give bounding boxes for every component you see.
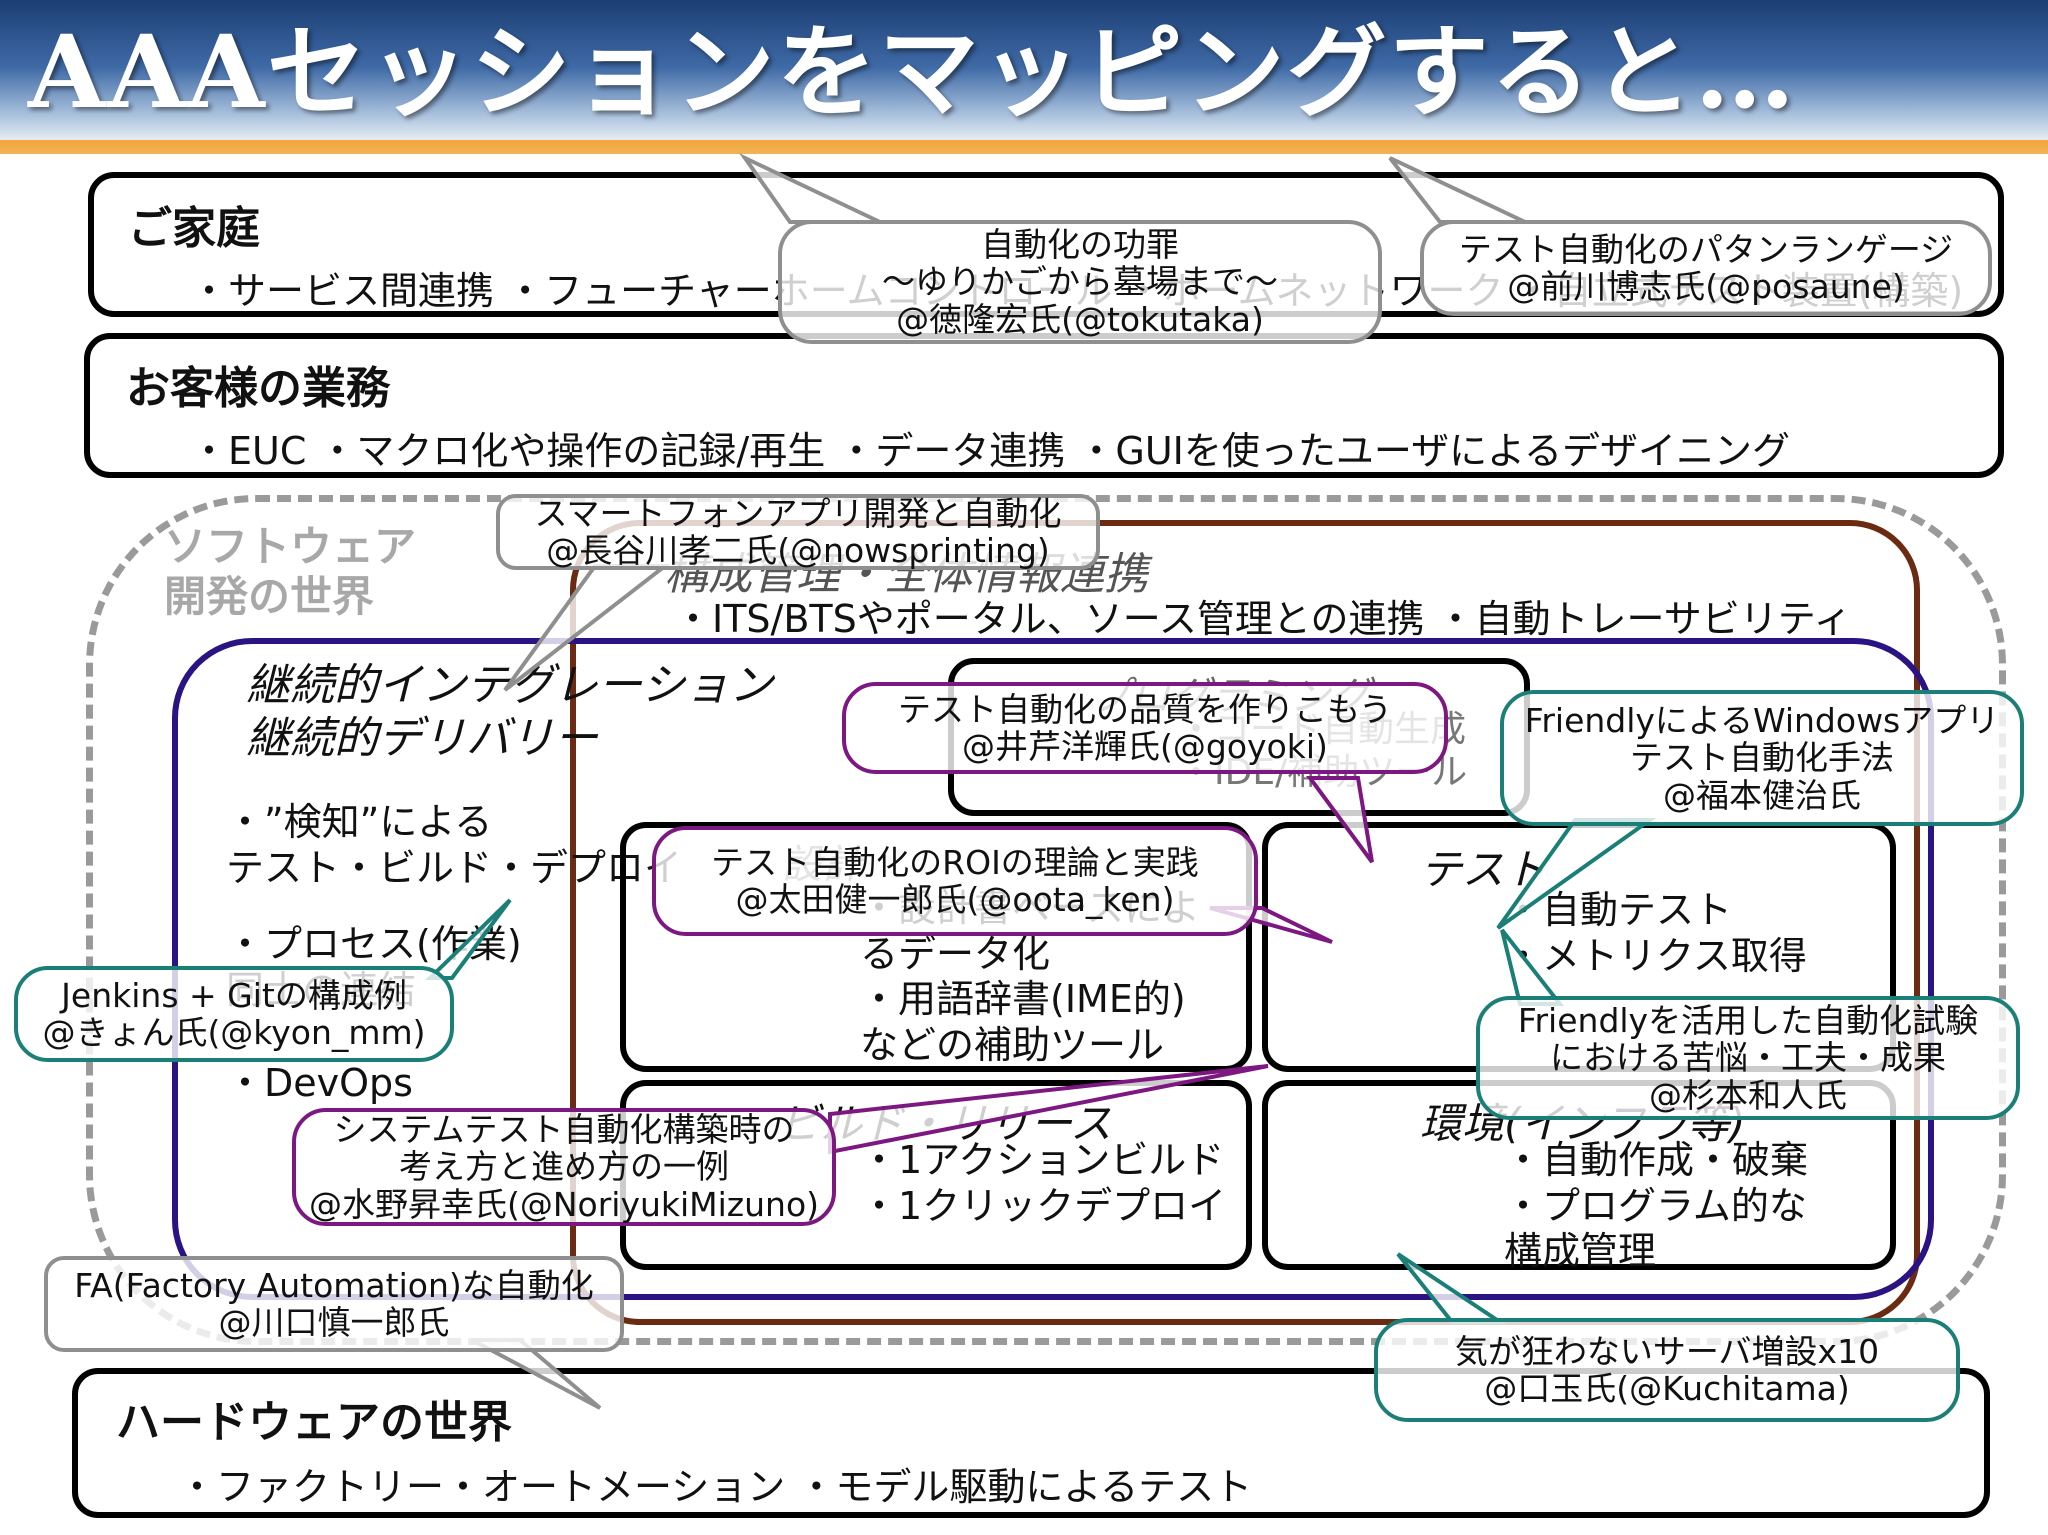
config-items: ・ITS/BTSやポータル、ソース管理との連携 ・自動トレーサビリティ [674, 597, 1852, 641]
hardware-title: ハードウェアの世界 [116, 1397, 512, 1448]
env-items: ・自動作成・破棄 ・プログラム的な 構成管理 [1504, 1138, 1809, 1274]
bubble-roi: テスト自動化のROIの理論と実践 @太田健一郎氏(@oota_ken) [652, 826, 1258, 936]
bubble-quality: テスト自動化の品質を作りこもう @井芹洋輝氏(@goyoki) [842, 682, 1448, 774]
business-items: ・EUC ・マクロ化や操作の記録/再生 ・データ連携 ・GUIを使ったユーザによ… [190, 429, 1790, 473]
tail-jenkins [425, 898, 512, 980]
tail-smartphone [503, 564, 671, 692]
bubble-friendly-trial: Friendlyを活用した自動化試験 における苦悩・工夫・成果 @杉本和人氏 [1476, 996, 2020, 1120]
bubble-jenkins: Jenkins + Gitの構成例 @きょん氏(@kyon_mm) [14, 966, 454, 1062]
bubble-automation-merit: 自動化の功罪 ～ゆりかごから墓場まで～ @徳隆宏氏(@tokutaka) [778, 220, 1382, 344]
ci-item-devops: ・DevOps [226, 1061, 413, 1105]
bubble-pattern-language: テスト自動化のパタンランゲージ @前川博志氏(@posaune) [1420, 220, 1992, 316]
business-title: お客様の業務 [126, 363, 390, 414]
bubble-server: 気が狂わないサーバ増設x10 @口玉氏(@Kuchitama) [1374, 1318, 1960, 1422]
tail-quality [1306, 776, 1374, 864]
hardware-items: ・ファクトリー・オートメーション ・モデル駆動によるテスト [178, 1465, 1253, 1509]
test-title: テスト [1420, 845, 1547, 894]
bubble-system-test: システムテスト自動化構築時の 考え方と進め方の一例 @水野昇幸氏(@Noriyu… [292, 1108, 836, 1226]
title-accent-bar [0, 140, 2048, 154]
bubble-smartphone: スマートフォンアプリ開発と自動化 @長谷川孝二氏(@nowsprinting) [496, 494, 1100, 570]
tail-friendly-trial [1500, 928, 1565, 1006]
home-title: ご家庭 [128, 203, 260, 254]
tail-system-test [828, 1064, 1269, 1155]
tail-pattern-language [1388, 156, 1526, 224]
hardware-panel [72, 1368, 1990, 1518]
software-world-label: ソフトウェア 開発の世界 [164, 522, 417, 622]
design-box [620, 822, 1252, 1072]
tail-automation-merit [738, 152, 881, 224]
bubble-friendly-windows: FriendlyによるWindowsアプリ テスト自動化手法 @福本健治氏 [1500, 690, 2024, 826]
slide-title: AAAセッションをマッピングすると… [28, 13, 1797, 131]
bubble-fa: FA(Factory Automation)な自動化 @川口慎一郎氏 [44, 1256, 624, 1352]
build-items: ・1アクションビルド ・1クリックデプロイ [860, 1138, 1227, 1228]
tail-server [1396, 1252, 1507, 1324]
ci-item-detect: ・”検知”による テスト・ビルド・デプロイ [226, 800, 683, 890]
config-frame [570, 520, 1920, 1325]
tail-friendly-windows [1496, 818, 1657, 930]
title-banner [0, 0, 2048, 140]
